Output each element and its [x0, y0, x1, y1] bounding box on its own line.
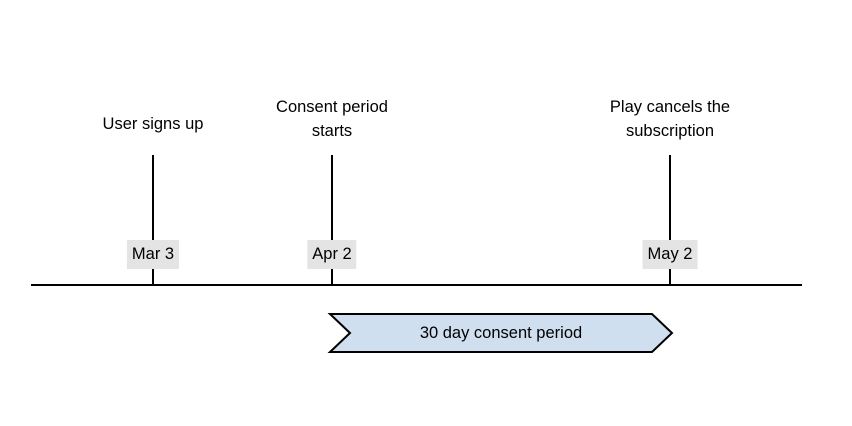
event-label-consent-period-starts: Consent period starts — [276, 98, 388, 140]
event-tick-consent-period-starts — [331, 155, 333, 285]
event-tick-play-cancels-subscription — [669, 155, 671, 285]
timeline-axis — [31, 284, 802, 286]
event-tick-user-signs-up — [152, 155, 154, 285]
consent-period-banner-shape — [327, 313, 674, 353]
chevron-shape — [327, 313, 674, 353]
event-date-user-signs-up: Mar 3 — [126, 240, 180, 269]
event-date-consent-period-starts: Apr 2 — [307, 240, 357, 269]
event-label-play-cancels-subscription: Play cancels the subscription — [609, 98, 731, 140]
event-label-user-signs-up: User signs up — [102, 115, 204, 133]
event-date-play-cancels-subscription: May 2 — [642, 240, 698, 269]
consent-period-banner: 30 day consent period — [327, 313, 674, 353]
